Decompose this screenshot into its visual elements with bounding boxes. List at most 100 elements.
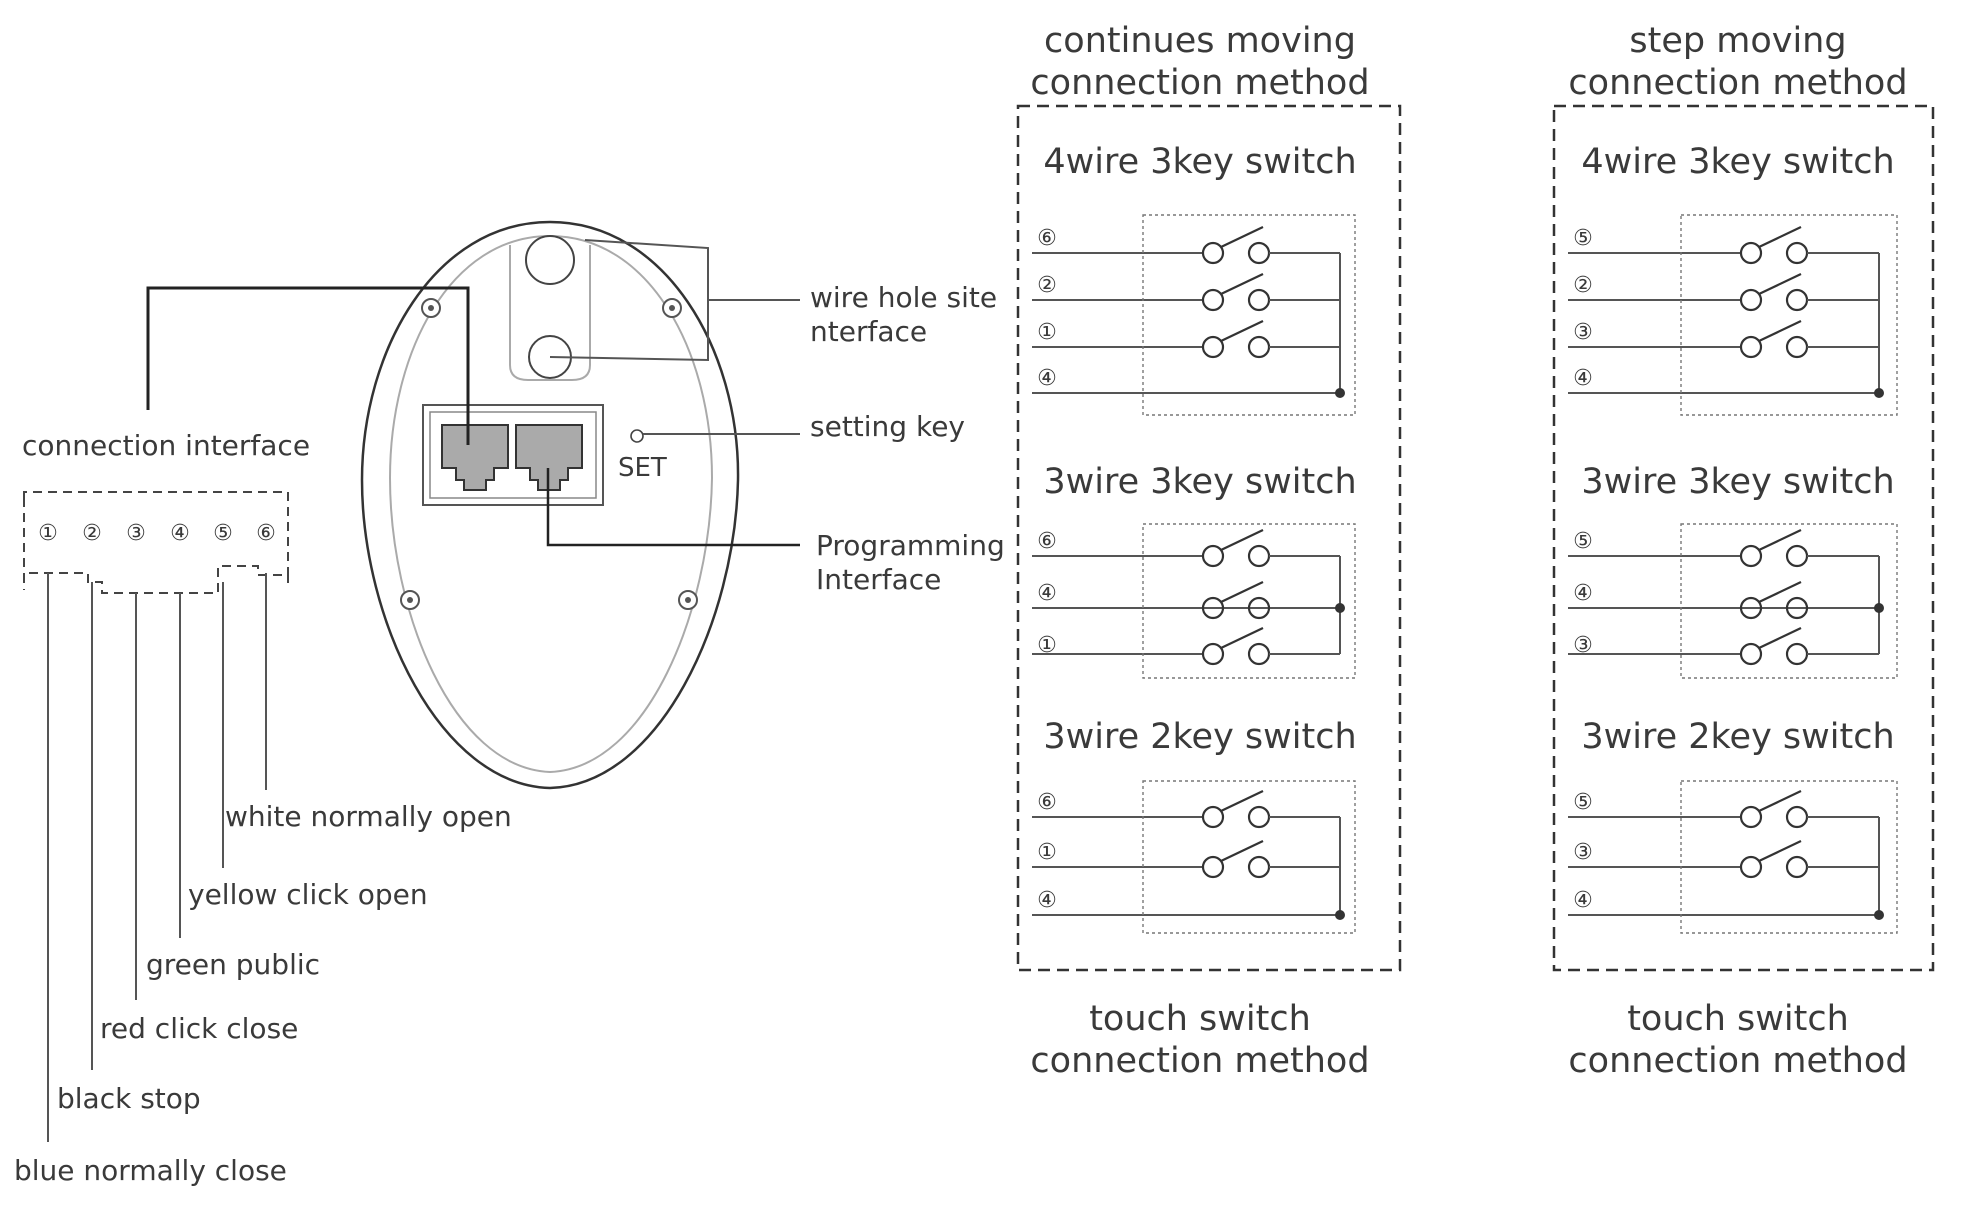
switch-group-title: 3wire 3key switch (1581, 462, 1894, 502)
switch-contact (1247, 596, 1271, 620)
switch-contact (1247, 544, 1271, 568)
wire-pin-label: ④ (1037, 888, 1057, 913)
text-line: connection method (1030, 1041, 1369, 1081)
switch-group: 4wire 3key switch ⑥ ② ① ④ (1032, 142, 1357, 416)
wire-pin-label: ④ (1037, 581, 1057, 606)
switch-box (1680, 214, 1898, 416)
wire-pin-label: ③ (1573, 840, 1593, 865)
switch-lever (1758, 529, 1802, 551)
switch-lever (1220, 840, 1264, 862)
switch-group: 3wire 3key switch ⑤ ④ ③ (1568, 462, 1898, 679)
connector-pin-label: ③ (126, 521, 146, 546)
wire-pin-label: ④ (1573, 581, 1593, 606)
rj-port-icon (441, 424, 509, 491)
switch-contact (1785, 596, 1809, 620)
wire-color-label: green public (146, 948, 320, 981)
junction-dot (1874, 388, 1884, 398)
text-line: touch switch (1089, 999, 1311, 1039)
screw-icon (421, 298, 441, 318)
switch-lever (1758, 790, 1802, 812)
switch-lever (1758, 226, 1802, 248)
switch-lever (1220, 581, 1264, 603)
column-frame (1016, 104, 1402, 972)
wire-pin-label: ② (1037, 273, 1057, 298)
text-line: connection method (1568, 1041, 1907, 1081)
set-key-text: SET (618, 453, 667, 483)
switch-contact (1201, 855, 1225, 879)
switch-lever (1220, 226, 1264, 248)
switch-box (1142, 523, 1356, 679)
connector-pin-label: ⑥ (256, 521, 276, 546)
switch-contact (1201, 335, 1225, 359)
switch-contact (1739, 335, 1763, 359)
wire-color-label: yellow click open (188, 878, 428, 911)
switch-contact (1739, 241, 1763, 265)
switch-contact (1785, 241, 1809, 265)
switch-lever (1220, 273, 1264, 295)
switch-box (1680, 523, 1898, 679)
switch-group-title: 4wire 3key switch (1043, 142, 1356, 182)
wire-pin-label: ④ (1573, 888, 1593, 913)
text-line: Programming (816, 529, 1005, 562)
connector-pin-label: ④ (170, 521, 190, 546)
junction-dot (1874, 910, 1884, 920)
switch-contact (1785, 855, 1809, 879)
switch-lever (1758, 627, 1802, 649)
wire-pin-label: ④ (1037, 366, 1057, 391)
wire-pin-label: ⑥ (1037, 790, 1057, 815)
switch-contact (1739, 596, 1763, 620)
wire-pin-label: ⑥ (1037, 226, 1057, 251)
switch-box (1142, 780, 1356, 934)
device-body: SET (360, 220, 740, 790)
switch-contact (1247, 241, 1271, 265)
switch-contact (1739, 544, 1763, 568)
switch-lever (1758, 273, 1802, 295)
switch-contact (1247, 335, 1271, 359)
switch-contact (1739, 855, 1763, 879)
text-line: Interface (816, 563, 941, 596)
screw-icon (400, 590, 420, 610)
junction-dot (1335, 388, 1345, 398)
wire-hole-upper (525, 235, 575, 285)
switch-lever (1220, 627, 1264, 649)
switch-group-title: 3wire 2key switch (1581, 717, 1894, 757)
wire-pin-label: ⑥ (1037, 529, 1057, 554)
switch-contact (1739, 805, 1763, 829)
wire-pin-label: ① (1037, 320, 1057, 345)
wire-pin-label: ① (1037, 840, 1057, 865)
rj-port-icon (515, 424, 583, 491)
switch-box (1142, 214, 1356, 416)
wire-pin-label: ⑤ (1573, 226, 1593, 251)
switch-contact (1739, 642, 1763, 666)
switch-lever (1220, 529, 1264, 551)
wire-color-label: red click close (100, 1012, 298, 1045)
wire-pin-label: ③ (1573, 633, 1593, 658)
switch-contact (1201, 544, 1225, 568)
switch-contact (1785, 642, 1809, 666)
switch-contact (1785, 335, 1809, 359)
switch-contact (1739, 288, 1763, 312)
text-line: nterface (810, 315, 927, 348)
switch-contact (1785, 544, 1809, 568)
switch-contact (1785, 805, 1809, 829)
connector-pin-label: ⑤ (213, 521, 233, 546)
programming-interface-leader (546, 468, 800, 547)
wire-pin-label: ⑤ (1573, 529, 1593, 554)
setting-key-label: setting key (810, 410, 965, 443)
junction-dot (1335, 910, 1345, 920)
junction-dot (1874, 603, 1884, 613)
switch-group-title: 3wire 3key switch (1043, 462, 1356, 502)
text-line: step moving (1629, 21, 1846, 61)
